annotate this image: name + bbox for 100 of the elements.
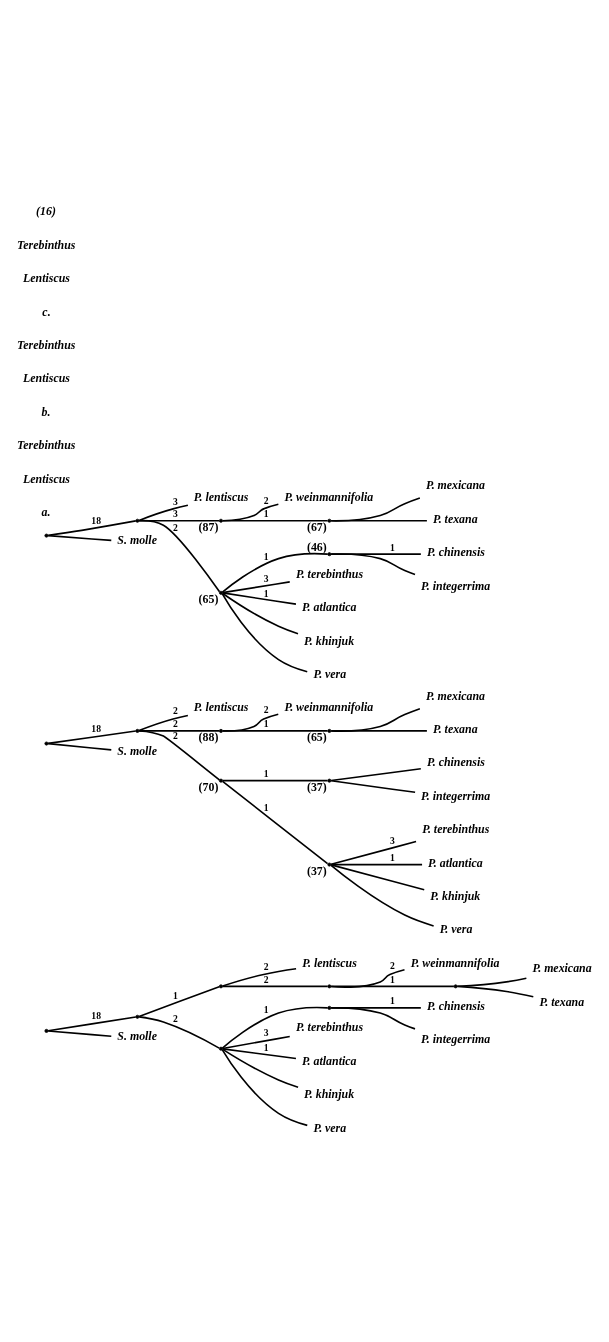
node-text: P. mexicana xyxy=(425,477,486,492)
node-text: P. integerrima xyxy=(421,1031,491,1046)
connector xyxy=(138,714,189,731)
connector xyxy=(221,1006,329,1049)
node-label: (37) xyxy=(306,863,327,878)
node-text: P. texana xyxy=(432,721,478,736)
node-label: (87) xyxy=(198,519,219,534)
connector xyxy=(330,863,426,891)
node-text: P. texana xyxy=(432,511,478,526)
node-text: P. lentiscus xyxy=(302,955,357,970)
connector xyxy=(47,742,113,751)
node-text: P. atlantica xyxy=(301,1053,357,1068)
node-text: P. integerrima xyxy=(421,788,491,803)
label: c. xyxy=(42,304,51,319)
node-text: P. chinensis xyxy=(427,544,485,559)
node-point xyxy=(219,1046,223,1051)
connector xyxy=(47,729,137,744)
node-text: S. molle xyxy=(117,1028,157,1043)
edge-label: 1 xyxy=(263,587,269,599)
edge-label: 1 xyxy=(263,801,269,813)
connector xyxy=(221,591,297,605)
label: Terebinthus xyxy=(17,237,76,252)
connector xyxy=(330,779,416,793)
node-text: S. molle xyxy=(117,743,157,758)
node-point xyxy=(327,983,332,988)
connector xyxy=(330,864,435,927)
label: Terebinthus xyxy=(17,437,76,452)
node-point xyxy=(327,1005,332,1010)
edge-label: 1 xyxy=(263,767,269,779)
connector xyxy=(138,1015,220,1049)
edge-label: 2 xyxy=(173,704,178,716)
label: Lentiscus xyxy=(23,471,70,486)
node-text: P. chinensis xyxy=(427,754,485,769)
edge-label: 2 xyxy=(263,973,269,985)
connector xyxy=(221,712,280,732)
node-point xyxy=(219,778,223,783)
node-text: S. molle xyxy=(117,532,157,547)
node-text: P. lentiscus xyxy=(193,489,249,504)
edge-label: 18 xyxy=(91,1009,102,1021)
connector xyxy=(330,840,417,865)
node-point xyxy=(219,983,223,988)
connector xyxy=(330,1006,416,1030)
edge-label: 2 xyxy=(173,1012,178,1024)
node-point xyxy=(219,728,223,733)
label: b. xyxy=(41,404,51,419)
connector xyxy=(221,1047,297,1059)
edge-label: 1 xyxy=(173,989,178,1001)
connector xyxy=(138,985,220,1017)
node-text: P. integerrima xyxy=(421,578,491,593)
connector xyxy=(330,729,428,732)
node-label: (67) xyxy=(306,519,327,534)
node-label: (88) xyxy=(198,729,219,744)
edge-label: 18 xyxy=(91,514,102,526)
connector xyxy=(221,592,299,635)
edge-label: 3 xyxy=(389,834,395,846)
connector xyxy=(221,580,291,593)
connector xyxy=(330,863,423,865)
edge-label: 2 xyxy=(173,729,178,741)
edge-label: 1 xyxy=(389,973,395,985)
connector xyxy=(47,519,137,536)
connector xyxy=(47,1029,113,1037)
node-label: (65) xyxy=(306,729,327,744)
connector xyxy=(221,1048,309,1126)
connector xyxy=(330,519,428,522)
edge-label: 1 xyxy=(389,851,395,863)
connector xyxy=(330,985,455,987)
node-point xyxy=(44,741,49,745)
node-point xyxy=(453,983,458,988)
node-text: P. chinensis xyxy=(427,998,485,1013)
label: (16) xyxy=(36,203,56,218)
edge-label: 2 xyxy=(263,960,269,972)
node-text: P. mexicana xyxy=(425,688,486,703)
connector xyxy=(221,779,329,781)
node-point xyxy=(219,590,223,595)
connector xyxy=(47,534,113,541)
edge-label: 2 xyxy=(263,494,269,506)
node-text: P. weinmannifolia xyxy=(410,955,500,970)
node-text: P. vera xyxy=(313,666,347,681)
connector xyxy=(456,976,528,987)
connector xyxy=(221,503,280,522)
connector xyxy=(221,1035,291,1049)
node-label: (46) xyxy=(306,539,327,554)
connector xyxy=(138,519,221,593)
connector xyxy=(221,552,329,593)
connector xyxy=(330,552,416,575)
node-point xyxy=(219,518,223,523)
edge-label: 2 xyxy=(173,717,178,729)
node-text: P. lentiscus xyxy=(193,699,249,714)
connector xyxy=(138,729,221,781)
edge-label: 18 xyxy=(91,722,102,734)
edge-label: 3 xyxy=(263,1026,269,1038)
node-text: P. weinmannifolia xyxy=(284,699,374,714)
node-text: P. khinjuk xyxy=(304,633,355,648)
edge-label: 2 xyxy=(173,521,178,533)
edge-label: 2 xyxy=(263,703,269,715)
node-text: P. khinjuk xyxy=(304,1086,355,1101)
node-point xyxy=(44,533,49,538)
node-label: (65) xyxy=(198,591,219,606)
node-point xyxy=(327,778,332,783)
connector xyxy=(138,503,189,521)
